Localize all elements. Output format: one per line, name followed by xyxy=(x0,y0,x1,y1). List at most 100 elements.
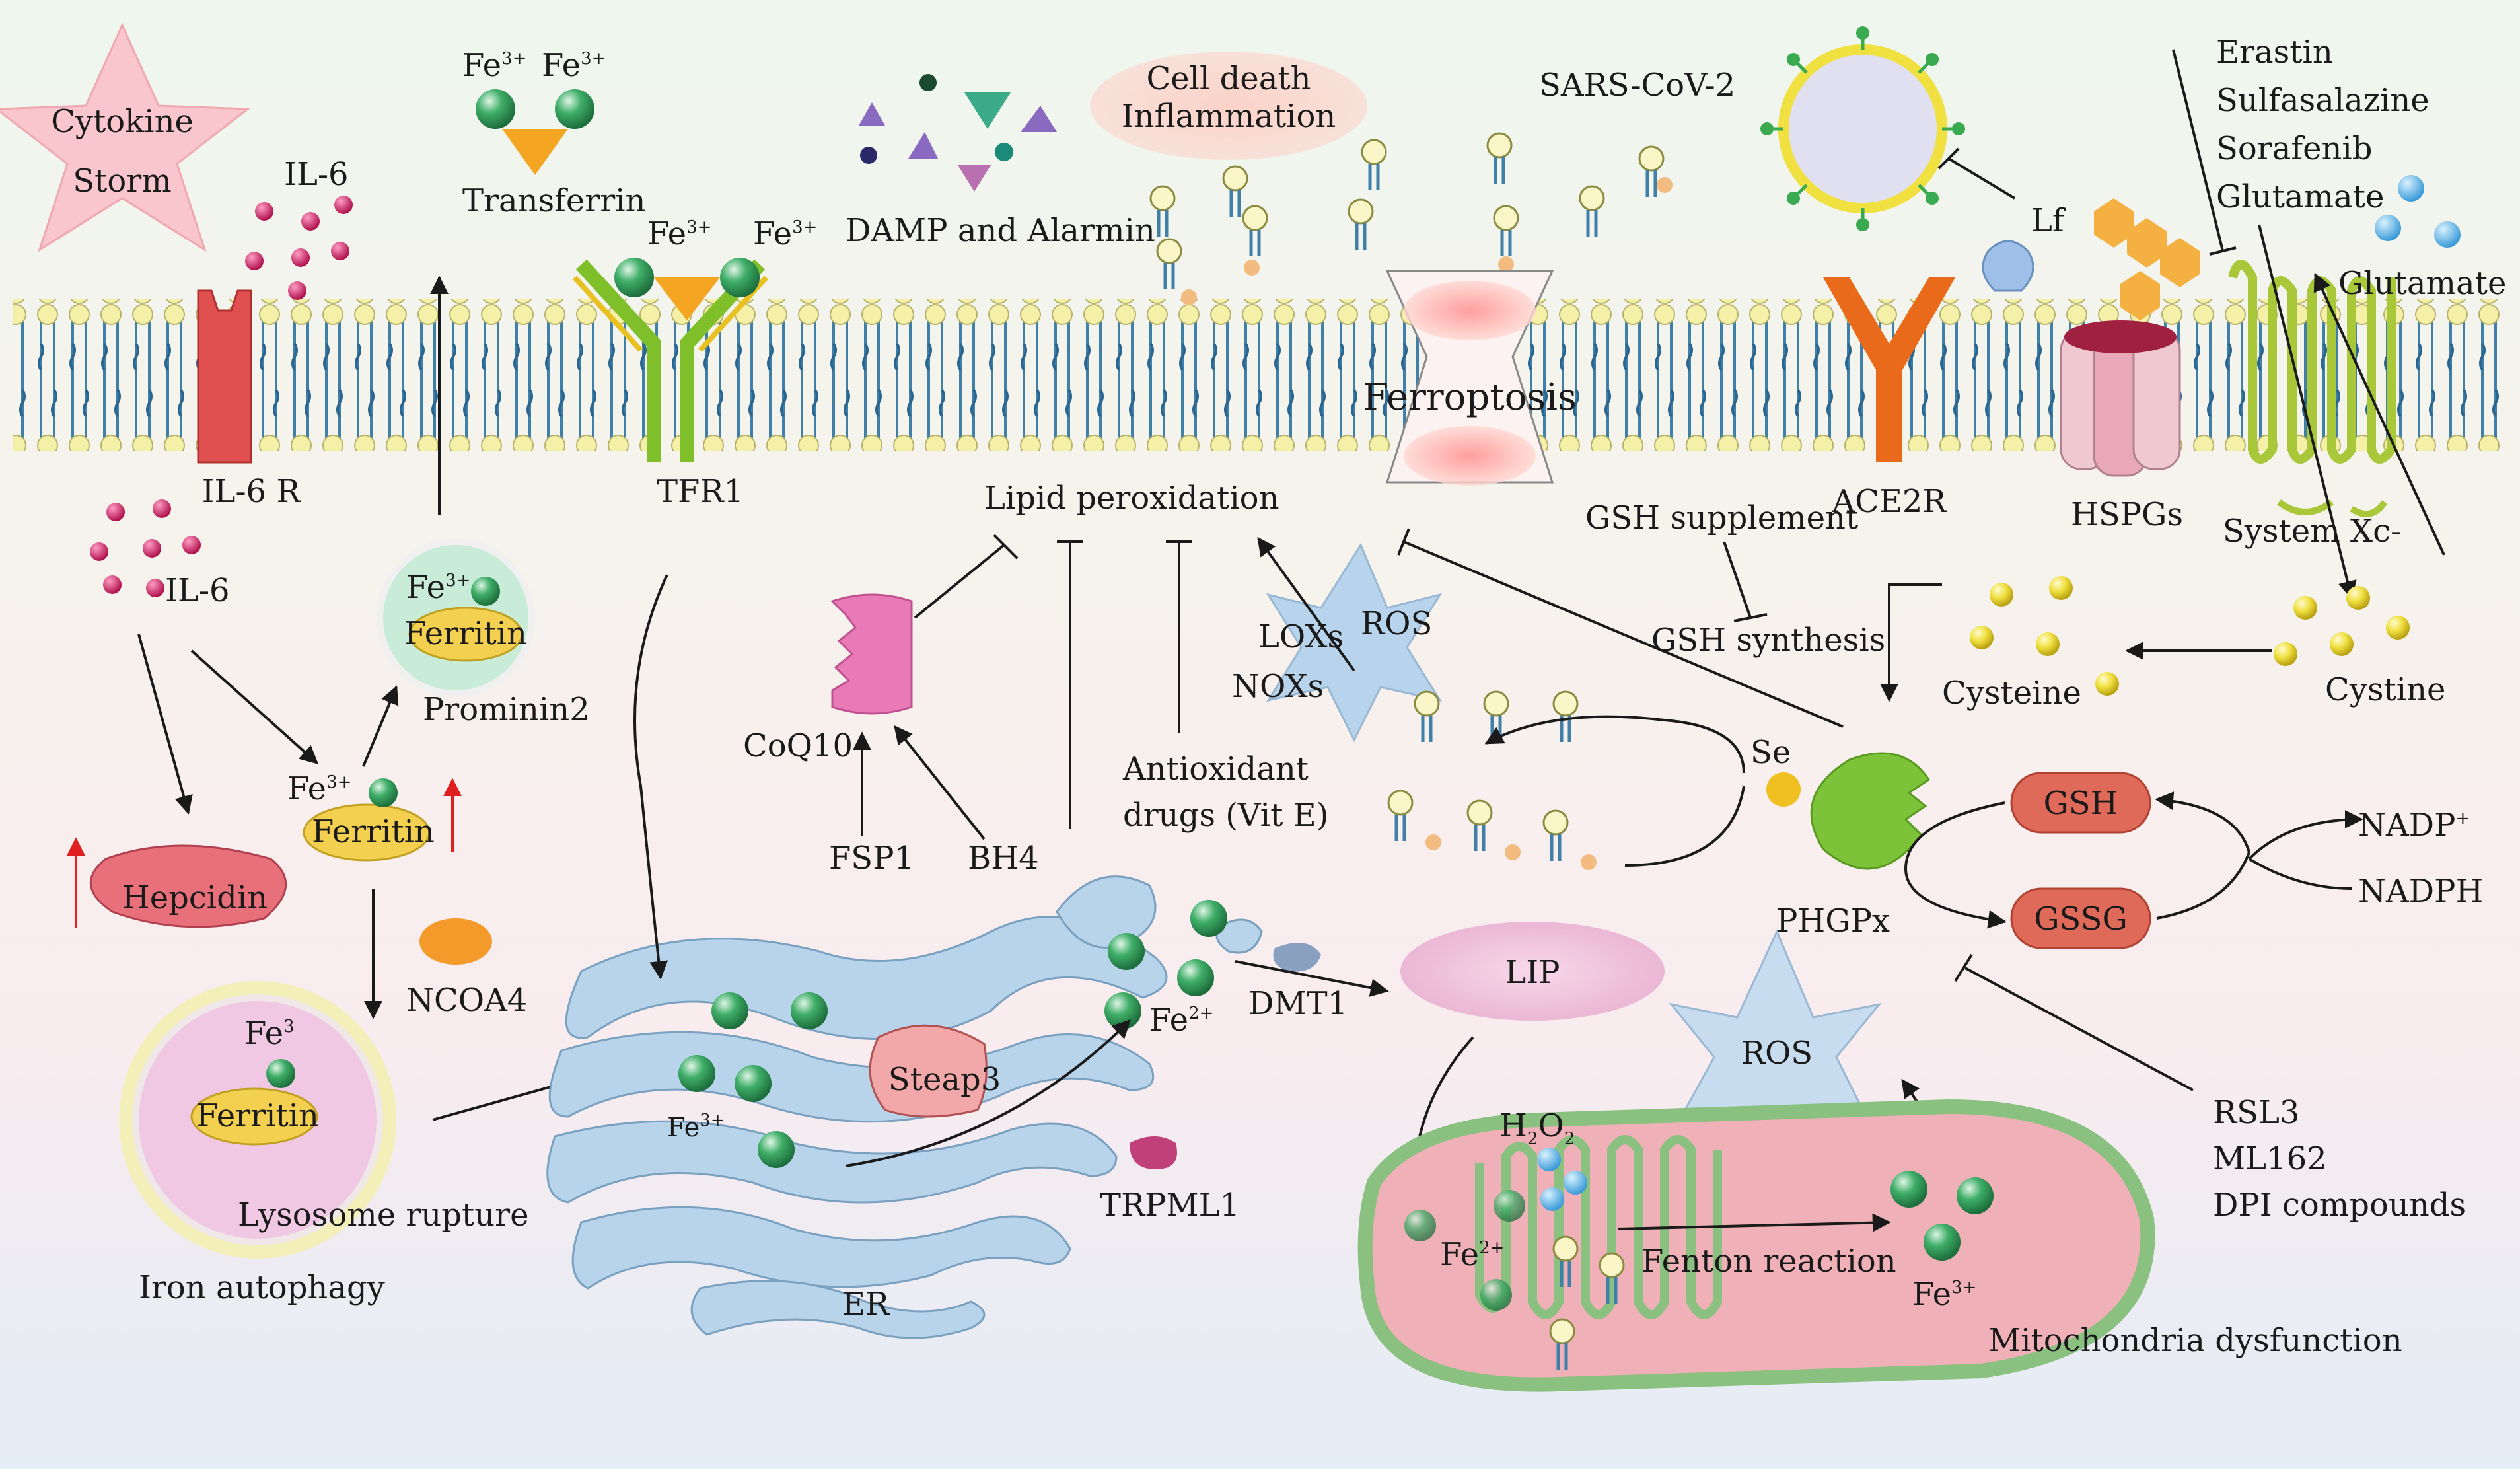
gsh-supplement-bar xyxy=(1733,613,1768,622)
gsh-supplement-line xyxy=(1723,541,1752,618)
fe2-er: Fe2+ xyxy=(1149,1002,1213,1039)
transferrin-icon xyxy=(476,89,594,175)
glutamate-list-label: Glutamate xyxy=(2216,178,2384,215)
lipid-peroxidation-label: Lipid peroxidation xyxy=(984,480,1279,517)
gssg-to-gsh-arrow xyxy=(2155,791,2251,920)
mitochondria-icon xyxy=(1357,1099,2155,1392)
il6-particles-top xyxy=(245,196,353,300)
trpml1-label: TRPML1 xyxy=(1100,1187,1240,1224)
nadp-arrow xyxy=(2248,810,2363,860)
system-xc-label: System Xc- xyxy=(2223,513,2401,550)
hspgs-icon xyxy=(2060,198,2200,477)
dmt1-label: DMT1 xyxy=(1248,985,1348,1022)
fe3-transferrin-1: Fe3+ xyxy=(462,47,526,84)
glutamate-particles xyxy=(2375,175,2461,248)
erastin-inhibit-line xyxy=(2172,49,2224,252)
cytokine-storm-label-1: Cytokine xyxy=(51,103,194,140)
il6r-label: IL-6 R xyxy=(202,473,302,510)
cysteine-particles xyxy=(1970,576,2119,696)
coq10-inhibit-bar xyxy=(993,534,1019,560)
steap3-reduction-arrow xyxy=(845,1019,1131,1167)
gsh-label: GSH xyxy=(2043,785,2118,822)
sorafenib-label: Sorafenib xyxy=(2216,130,2373,167)
cell-death-label: Cell death xyxy=(1146,60,1311,97)
hspgs-label: HSPGs xyxy=(2071,496,2183,533)
fenton-arrow xyxy=(1618,1213,1891,1232)
phgpx-label: PHGPx xyxy=(1776,902,1890,939)
hepcidin-icon xyxy=(89,844,287,928)
rsl3-inhibit-bar xyxy=(1954,953,1973,982)
phgpx-reduction-arrow-bottom xyxy=(1624,786,1745,867)
lf-inhibit-bar xyxy=(1937,147,1960,170)
coq10-inhibit-line xyxy=(914,544,1005,619)
damp-alarmin-shapes xyxy=(859,74,1057,192)
fsp1-label: FSP1 xyxy=(829,840,914,877)
ml162-label: ML162 xyxy=(2213,1140,2327,1177)
inflammation-label: Inflammation xyxy=(1122,98,1336,135)
erastin-label: Erastin xyxy=(2216,34,2333,71)
lip-icon xyxy=(1400,922,1665,1021)
tfr1-label: TFR1 xyxy=(657,473,744,510)
lactoferrin-icon xyxy=(1982,240,2034,292)
steap3-icon xyxy=(869,1024,988,1118)
iron-lysosome-icon xyxy=(266,1059,295,1088)
mito-dysfunction-label: Mitochondria dysfunction xyxy=(1988,1322,2402,1359)
dpi-label: DPI compounds xyxy=(2213,1187,2466,1224)
steap3-label: Steap3 xyxy=(888,1061,1001,1098)
er-label: ER xyxy=(842,1286,890,1323)
il6-particles-mid xyxy=(90,499,201,597)
dmt1-to-lip-arrow xyxy=(1235,960,1389,997)
fe2-mito: Fe2+ xyxy=(1440,1236,1504,1273)
cystine-import-arrow xyxy=(2258,224,2357,600)
ace2r-label: ACE2R xyxy=(1831,483,1947,520)
transferrin-label: Transferrin xyxy=(462,182,645,219)
phgpx-inhibit-bar xyxy=(1397,528,1410,556)
fe3-lysosome: Fe3 xyxy=(244,1015,295,1052)
ferritin-prominin-icon xyxy=(408,607,523,662)
gsh-synthesis-label: GSH synthesis xyxy=(1651,622,1885,659)
gsh-icon xyxy=(2010,772,2151,834)
erastin-inhibit-bar xyxy=(2209,246,2237,256)
fe3-tfr1-2: Fe3+ xyxy=(753,215,817,252)
h2o2-particles xyxy=(1537,1148,1587,1211)
ferritin-to-prominin-arrow xyxy=(362,685,399,767)
er-iron-particles xyxy=(678,900,1227,1168)
lip-label: LIP xyxy=(1505,954,1560,991)
lf-inhibit-line xyxy=(1947,157,2016,200)
ros-star-top-icon xyxy=(1266,542,1443,743)
il6-receptor-icon xyxy=(197,289,252,464)
iron-prominin-icon xyxy=(471,577,500,606)
lysosome-rupture-label: Lysosome rupture xyxy=(238,1196,529,1233)
mito-lipids xyxy=(1549,1235,1625,1370)
cell-death-bubble xyxy=(1090,52,1367,160)
damp-label: DAMP and Alarmin xyxy=(846,212,1155,249)
il6-top-label: IL-6 xyxy=(284,156,349,193)
fe3-prominin: Fe3+ xyxy=(406,569,470,606)
ncoa4-icon xyxy=(419,918,492,965)
bh4-arrow xyxy=(894,725,986,840)
sars-cov-2-virus-icon xyxy=(1760,26,1965,231)
antiox-label-1: Antioxidant xyxy=(1122,751,1309,788)
h2o2-label: H2O2 xyxy=(1499,1107,1575,1149)
sulfasalazine-label: Sulfasalazine xyxy=(2216,82,2430,119)
iron-autophagy-label: Iron autophagy xyxy=(139,1269,385,1306)
ferroptosis-label: Ferroptosis xyxy=(1363,376,1577,419)
dmt1-icon xyxy=(1273,943,1321,972)
se-label: Se xyxy=(1750,734,1791,771)
ferritin-mid-label: Ferritin xyxy=(312,813,435,850)
coq10-icon xyxy=(830,593,913,715)
ferroptosis-bowtie-icon xyxy=(1385,270,1554,486)
selenium-icon xyxy=(1766,772,1801,807)
phgpx-reduction-arrow-top xyxy=(1484,715,1745,774)
rsl3-label: RSL3 xyxy=(2213,1094,2299,1131)
system-xc-transporter-icon xyxy=(2228,260,2396,517)
antiox-label-2: drugs (Vit E) xyxy=(1123,797,1328,834)
phgpx-inhibit-line xyxy=(1403,540,1844,728)
glutamate-arrow-label: Glutamate xyxy=(2338,265,2506,302)
gsh-supplement-label: GSH supplement xyxy=(1585,499,1858,536)
fe3-mito: Fe3+ xyxy=(1912,1276,1976,1313)
ros-top-label: ROS xyxy=(1361,605,1432,642)
il6-to-ferritin-arrow xyxy=(190,649,319,764)
ros-mid-label: ROS xyxy=(1741,1035,1813,1072)
rsl3-inhibit-line xyxy=(1964,967,2194,1091)
